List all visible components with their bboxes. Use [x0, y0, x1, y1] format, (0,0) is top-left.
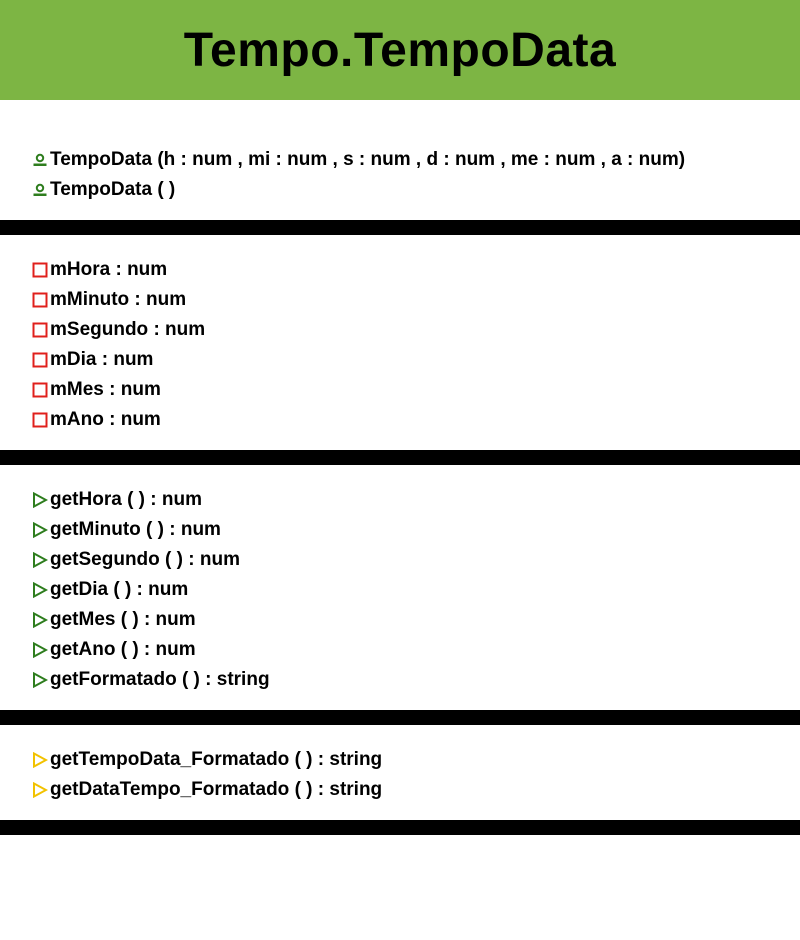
- static-method-label: getTempoData_Formatado ( ) : string: [50, 749, 383, 770]
- field-label: mMinuto : num: [50, 289, 187, 310]
- method-row[interactable]: getFormatado ( ) : string: [30, 665, 270, 695]
- constructor-icon: [30, 150, 50, 170]
- private-field-icon: [30, 260, 50, 280]
- field-row[interactable]: mMes : num: [30, 375, 161, 405]
- public-method-icon: [30, 550, 50, 570]
- class-title: Tempo.TempoData: [183, 23, 617, 77]
- static-method-icon: [30, 780, 50, 800]
- method-row[interactable]: getMinuto ( ) : num: [30, 515, 221, 545]
- method-label: getAno ( ) : num: [50, 639, 196, 660]
- constructor-row[interactable]: TempoData ( ): [30, 175, 175, 205]
- field-row[interactable]: mAno : num: [30, 405, 161, 435]
- field-label: mHora : num: [50, 259, 168, 280]
- field-label: mMes : num: [50, 379, 161, 400]
- public-method-icon: [30, 640, 50, 660]
- constructor-icon: [30, 180, 50, 200]
- method-label: getDia ( ) : num: [50, 579, 189, 600]
- constructor-label: TempoData (h : num , mi : num , s : num …: [50, 149, 686, 170]
- method-label: getMinuto ( ) : num: [50, 519, 221, 540]
- method-row[interactable]: getHora ( ) : num: [30, 485, 202, 515]
- field-row[interactable]: mHora : num: [30, 255, 167, 285]
- private-field-icon: [30, 290, 50, 310]
- static-method-label: getDataTempo_Formatado ( ) : string: [50, 779, 383, 800]
- section-divider: [0, 220, 800, 235]
- public-method-icon: [30, 670, 50, 690]
- public-method-icon: [30, 520, 50, 540]
- section-divider: [0, 710, 800, 725]
- section-divider: [0, 450, 800, 465]
- method-row[interactable]: getAno ( ) : num: [30, 635, 196, 665]
- method-row[interactable]: getMes ( ) : num: [30, 605, 196, 635]
- constructor-label: TempoData ( ): [50, 179, 176, 200]
- public-method-icon: [30, 490, 50, 510]
- private-field-icon: [30, 320, 50, 340]
- private-field-icon: [30, 350, 50, 370]
- static-method-row[interactable]: getTempoData_Formatado ( ) : string: [30, 745, 382, 775]
- field-label: mDia : num: [50, 349, 154, 370]
- method-label: getSegundo ( ) : num: [50, 549, 240, 570]
- static-method-row[interactable]: getDataTempo_Formatado ( ) : string: [30, 775, 382, 805]
- public-method-icon: [30, 610, 50, 630]
- static-method-icon: [30, 750, 50, 770]
- method-label: getHora ( ) : num: [50, 489, 202, 510]
- constructor-row[interactable]: TempoData (h : num , mi : num , s : num …: [30, 145, 685, 175]
- field-row[interactable]: mSegundo : num: [30, 315, 205, 345]
- method-label: getMes ( ) : num: [50, 609, 196, 630]
- field-row[interactable]: mMinuto : num: [30, 285, 186, 315]
- field-label: mSegundo : num: [50, 319, 206, 340]
- method-label: getFormatado ( ) : string: [50, 669, 270, 690]
- class-header: Tempo.TempoData: [0, 0, 800, 100]
- method-row[interactable]: getDia ( ) : num: [30, 575, 188, 605]
- method-row[interactable]: getSegundo ( ) : num: [30, 545, 240, 575]
- private-field-icon: [30, 380, 50, 400]
- field-label: mAno : num: [50, 409, 161, 430]
- public-method-icon: [30, 580, 50, 600]
- field-row[interactable]: mDia : num: [30, 345, 153, 375]
- section-divider: [0, 820, 800, 835]
- private-field-icon: [30, 410, 50, 430]
